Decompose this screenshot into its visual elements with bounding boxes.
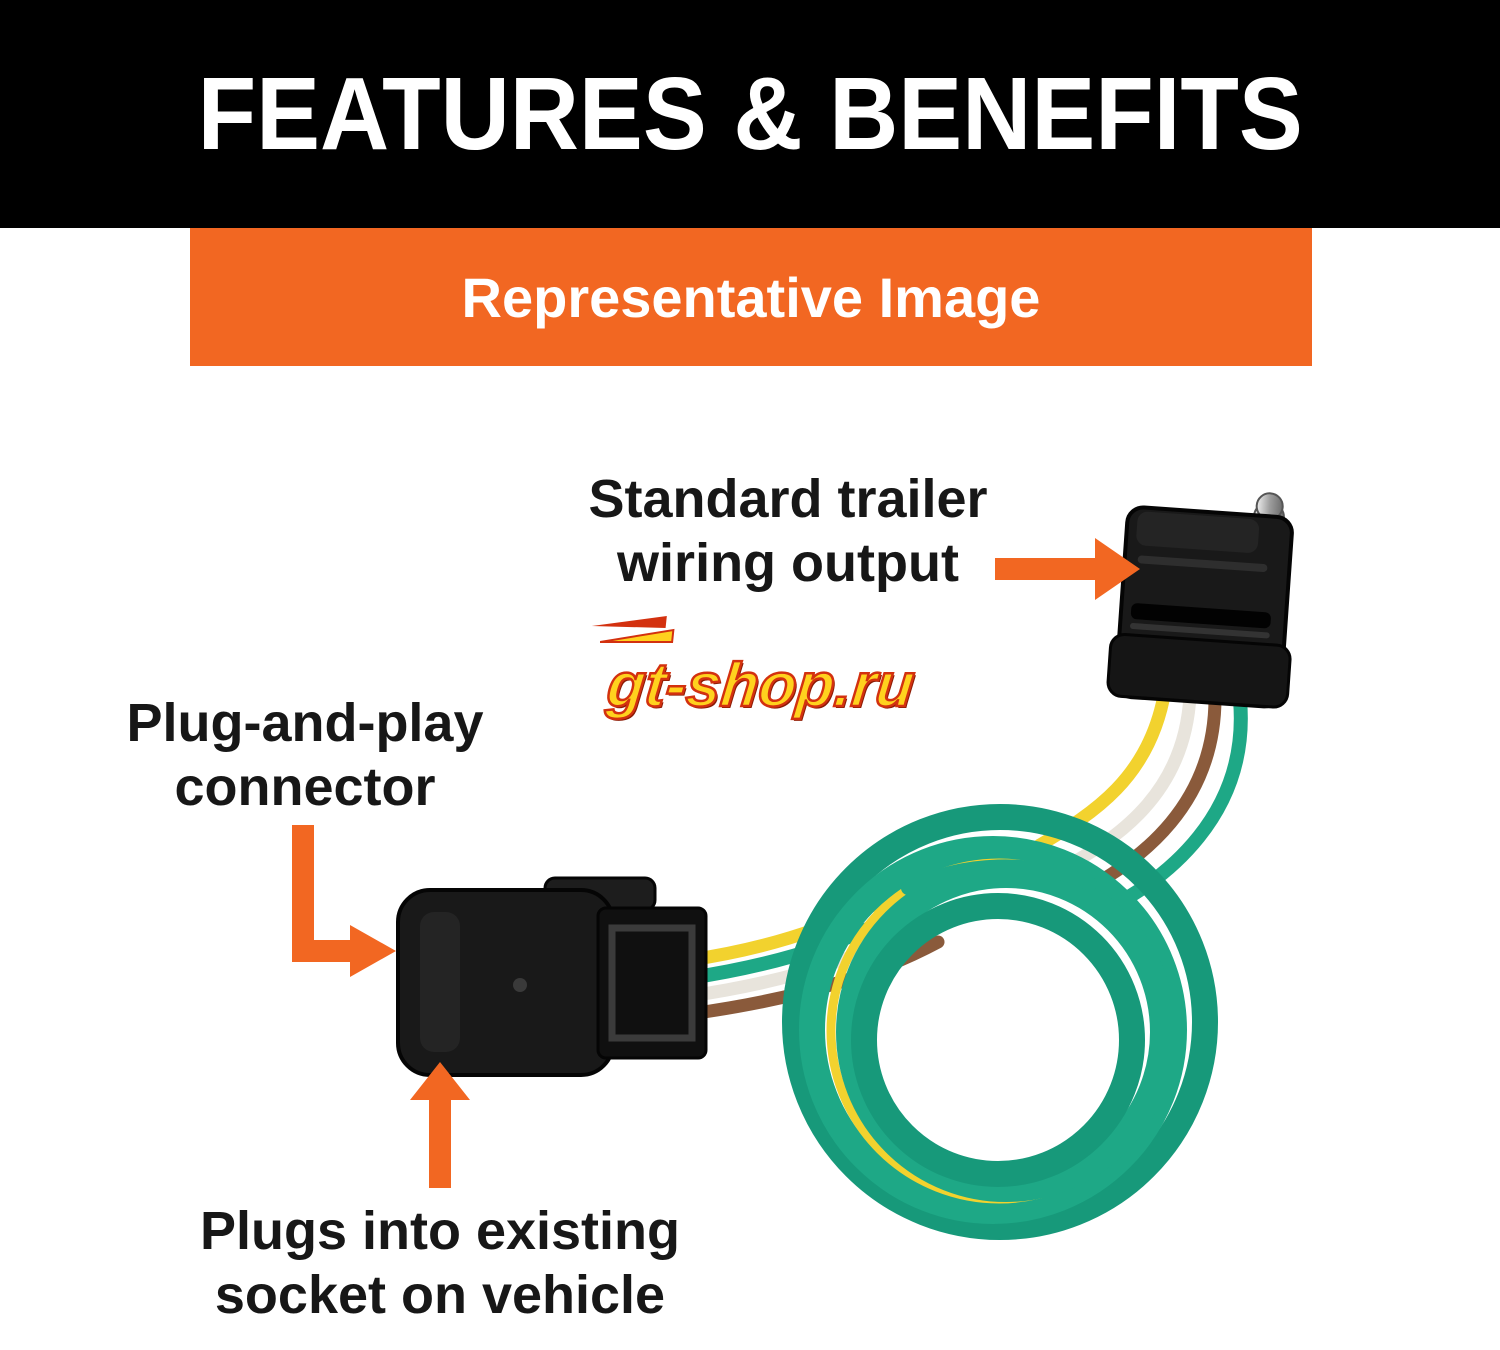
callout-wiring-output-line2: wiring output bbox=[617, 532, 959, 593]
arrow-up-icon bbox=[410, 1062, 470, 1188]
callout-plug-and-play-line1: Plug-and-play bbox=[126, 693, 484, 753]
watermark-text: gt-shop.ru bbox=[603, 650, 919, 722]
callout-existing-socket-line2: socket on vehicle bbox=[214, 1264, 666, 1325]
callout-wiring-output-line1: Standard trailer bbox=[588, 469, 988, 529]
callout-plug-and-play-line2: connector bbox=[174, 756, 436, 817]
callout-existing-socket-line1: Plugs into existing bbox=[199, 1201, 681, 1261]
representative-image-banner: Representative Image bbox=[190, 228, 1312, 366]
subheader-label: Representative Image bbox=[461, 265, 1041, 329]
callout-plug-and-play: Plug-and-play connector bbox=[55, 692, 555, 819]
page-title: FEATURES & BENEFITS bbox=[197, 56, 1303, 171]
features-benefits-banner: FEATURES & BENEFITS bbox=[0, 0, 1500, 228]
wire-coil bbox=[782, 804, 1218, 1240]
callout-wiring-output: Standard trailer wiring output bbox=[488, 468, 1088, 595]
arrow-right-icon bbox=[995, 538, 1140, 600]
arrow-elbow-icon bbox=[292, 825, 396, 977]
trailer-output-connector-graphic bbox=[1106, 492, 1294, 709]
watermark: gt-shop.ru bbox=[591, 616, 964, 726]
vehicle-connector-graphic bbox=[396, 876, 708, 1077]
callout-existing-socket: Plugs into existing socket on vehicle bbox=[140, 1200, 740, 1327]
watermark-swoosh-icon bbox=[591, 616, 675, 643]
